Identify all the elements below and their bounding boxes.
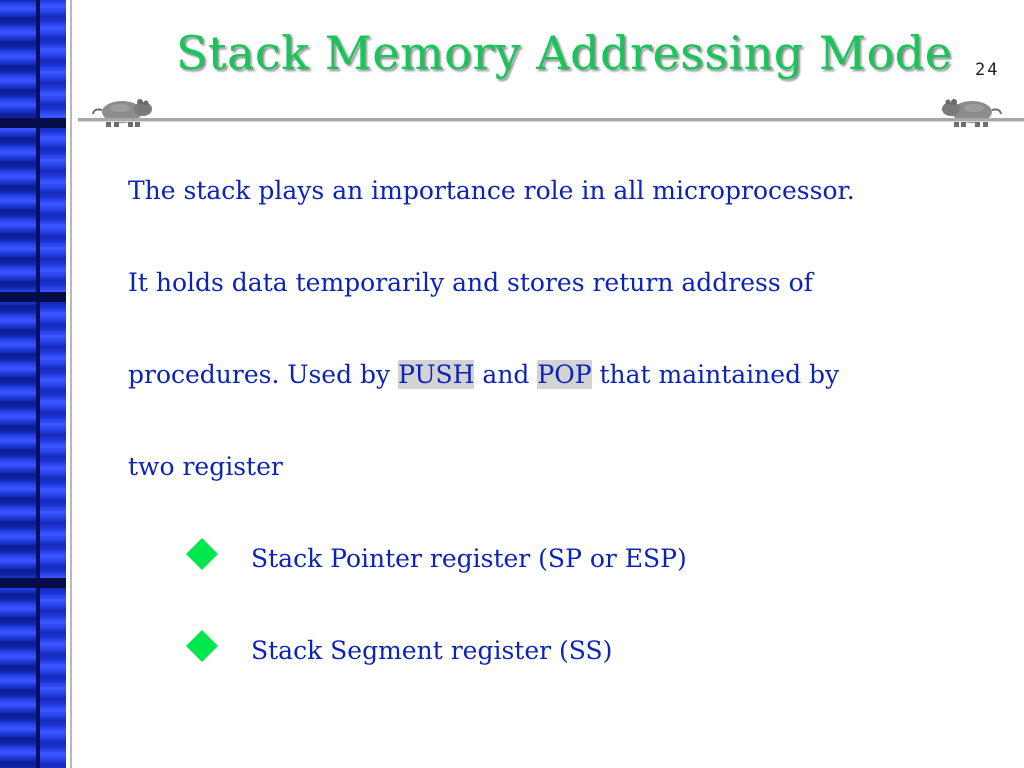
diamond-bullet-icon xyxy=(186,538,218,570)
page-number: 24 xyxy=(975,60,1000,80)
hippo-icon xyxy=(942,99,1002,127)
title-divider xyxy=(78,118,1024,122)
paragraph-line-3: procedures. Used by PUSH and POP that ma… xyxy=(128,360,839,389)
paragraph-line-4: two register xyxy=(128,452,283,481)
diamond-bullet-icon xyxy=(186,630,218,662)
line-3-text-end: that maintained by xyxy=(591,360,840,389)
push-keyword: PUSH xyxy=(398,360,475,389)
paragraph-line-2: It holds data temporarily and stores ret… xyxy=(128,268,813,297)
bullet-item: Stack Pointer register (SP or ESP) xyxy=(251,544,687,573)
bullet-item: Stack Segment register (SS) xyxy=(251,636,613,665)
slide-title: Stack Memory Addressing Mode xyxy=(176,26,953,80)
line-3-text-middle: and xyxy=(474,360,538,389)
line-3-text-start: procedures. Used by xyxy=(128,360,399,389)
paragraph-line-1: The stack plays an importance role in al… xyxy=(128,176,855,205)
pop-keyword: POP xyxy=(537,360,592,389)
hippo-icon xyxy=(92,99,152,127)
left-decorative-bar xyxy=(0,0,66,768)
left-edge-line xyxy=(70,0,72,768)
